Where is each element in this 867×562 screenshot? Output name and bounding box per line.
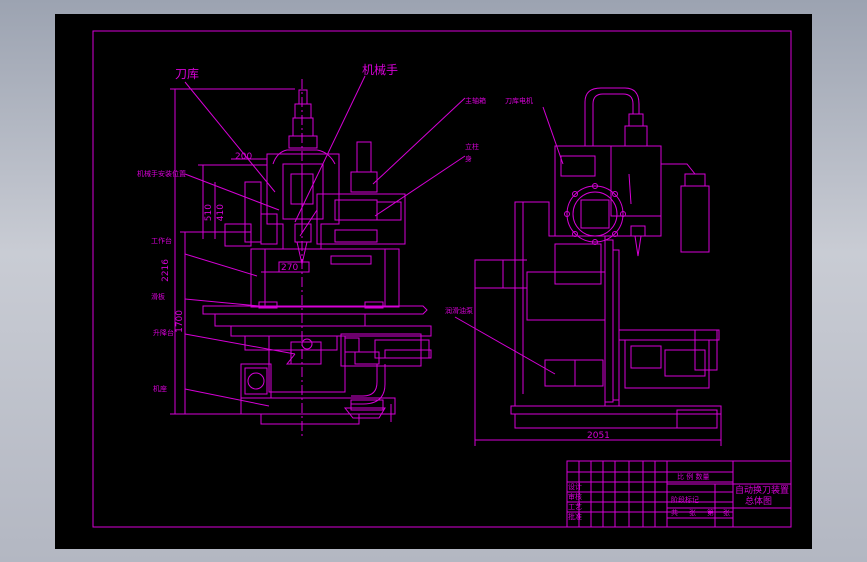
label-lube-pump: 润滑油泵 (445, 307, 473, 315)
title-block-misc: 张 (723, 509, 730, 517)
label-lift-table: 升降台 (153, 329, 174, 337)
title-block-header: 比 例 数量 (677, 473, 710, 481)
title-block-row: 工艺 (568, 503, 582, 511)
drawing-border (92, 30, 792, 528)
dim-510: 510 (204, 204, 214, 222)
dim-1700: 1700 (175, 310, 185, 333)
label-spindle-box: 主轴箱 (465, 97, 486, 105)
title-block-row: 审核 (568, 493, 582, 501)
drawing-title-line2: 总体图 (745, 497, 773, 507)
title-block-row: 批准 (568, 513, 582, 521)
label-column-sub: 身 (465, 155, 472, 163)
dim-2216: 2216 (161, 259, 171, 282)
dim-2051: 2051 (587, 431, 610, 441)
title-block-misc: 张 (689, 509, 696, 517)
label-slide: 滑板 (151, 293, 165, 301)
dim-200: 200 (235, 152, 253, 162)
label-manipulator: 机械手 (362, 63, 399, 77)
label-workbench: 工作台 (151, 237, 172, 245)
dim-270: 270 (281, 263, 299, 273)
drawing-title-line1: 自动换刀装置 (735, 486, 790, 496)
side-view (454, 87, 722, 446)
label-magazine-motor: 刀库电机 (505, 97, 533, 105)
label-base: 机座 (153, 385, 167, 393)
title-block-row: 设计 (568, 483, 582, 491)
drawing-sheet: 刀库 机械手 机械手安装位置 工作台 滑板 升降台 机座 主轴箱 立柱 身 刀库… (55, 14, 812, 549)
title-block (566, 460, 792, 528)
title-block-misc: 阶段标记 (671, 496, 699, 504)
title-block-misc: 共 (671, 509, 678, 517)
title-block-misc: 第 (707, 509, 714, 517)
label-manipulator-install-pos: 机械手安装位置 (137, 170, 186, 178)
cad-drawing (92, 30, 792, 528)
front-view (170, 75, 466, 439)
label-tool-magazine: 刀库 (175, 67, 200, 81)
dim-410: 410 (216, 204, 226, 222)
label-column: 立柱 (465, 143, 479, 151)
